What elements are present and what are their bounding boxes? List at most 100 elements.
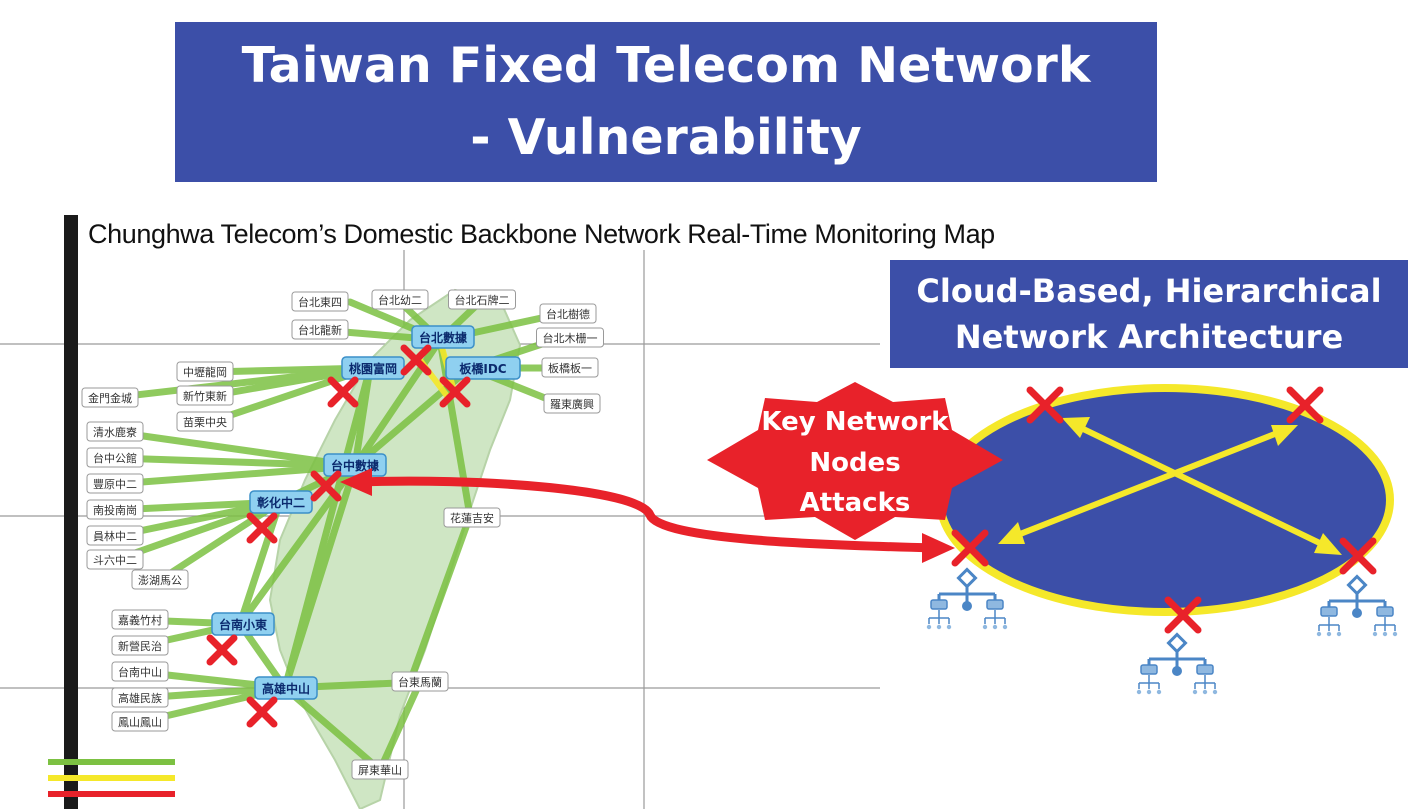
map-node: 鳳山鳳山	[111, 711, 169, 732]
hub-node-label: 台北數據	[419, 330, 468, 345]
map-node-label: 台北木栅一	[543, 331, 598, 345]
map-node: 澎湖馬公	[131, 569, 189, 590]
map-node: 斗六中二	[86, 549, 144, 570]
hub-node-box	[411, 325, 475, 349]
map-node-label: 中壢龍岡	[183, 365, 227, 379]
hub-node: 板橋IDC	[445, 356, 521, 380]
map-node-box	[86, 447, 144, 468]
map-node: 新竹東新	[176, 385, 234, 406]
map-node-label: 板橋板一	[548, 361, 592, 375]
attack-label-line-3: Attacks	[800, 488, 911, 518]
map-node-box	[86, 549, 144, 570]
map-node-label: 台南中山	[118, 665, 162, 679]
attack-starburst: Key Network Nodes Attacks	[707, 382, 1003, 540]
screen-bezel	[64, 215, 78, 809]
map-node-label: 員林中二	[93, 529, 137, 543]
attack-x-mark	[1286, 386, 1324, 424]
hub-node-label: 彰化中二	[257, 495, 305, 510]
hub-node: 台北數據	[411, 325, 475, 349]
hub-node: 台南小東	[211, 612, 275, 636]
map-node-box	[291, 291, 349, 312]
map-node: 員林中二	[86, 525, 144, 546]
attack-x-mark	[1026, 386, 1064, 424]
map-node: 金門金城	[81, 387, 139, 408]
attack-x-mark	[206, 634, 238, 666]
title-line-2: - Vulnerability	[470, 109, 862, 166]
hub-node: 桃園富岡	[341, 356, 405, 380]
map-node-label: 高雄民族	[118, 691, 162, 705]
map-node-label: 屏東華山	[358, 764, 402, 777]
map-node: 新營民治	[111, 635, 169, 656]
map-node-label: 台北東四	[298, 295, 342, 309]
hub-node-label: 高雄中山	[262, 681, 310, 696]
map-node-box	[448, 289, 516, 310]
hub-node: 台中數據	[323, 453, 387, 477]
map-node-label: 花蓮吉安	[450, 511, 494, 525]
title-banner: Taiwan Fixed Telecom Network - Vulnerabi…	[175, 22, 1157, 182]
map-node-label: 斗六中二	[93, 554, 137, 567]
map-node-box	[351, 759, 409, 780]
map-node: 台北東四	[291, 291, 349, 312]
attack-x-mark	[327, 376, 359, 408]
map-node: 台南中山	[111, 661, 169, 682]
map-node-label: 澎湖馬公	[138, 574, 182, 587]
map-node: 板橋板一	[541, 357, 599, 378]
map-node-label: 台中公館	[93, 451, 137, 465]
map-node-box	[81, 387, 139, 408]
cloud-links	[998, 417, 1342, 555]
node-hierarchies	[926, 567, 1398, 695]
taiwan-island	[268, 288, 522, 809]
map-node-box	[111, 711, 169, 732]
map-node: 台東馬蘭	[391, 671, 449, 692]
map-node-box	[111, 687, 169, 708]
attack-x-mark	[1339, 537, 1377, 575]
map-node-label: 南投南崗	[93, 503, 137, 517]
map-node: 台中公館	[86, 447, 144, 468]
map-node-label: 苗栗中央	[183, 416, 227, 429]
map-node: 台北幼二	[371, 289, 429, 310]
map-node-label: 清水鹿寮	[93, 425, 137, 439]
map-node-label: 台東馬蘭	[398, 675, 442, 689]
map-node-box	[291, 319, 349, 340]
map-node: 清水鹿寮	[86, 421, 144, 442]
map-node-box	[443, 507, 501, 528]
map-node-box	[86, 525, 144, 546]
map-node: 羅東廣興	[543, 393, 601, 414]
map-node-label: 台北樹德	[546, 307, 590, 321]
hierarchy-tree	[1316, 574, 1398, 637]
map-node-label: 台北幼二	[378, 293, 422, 307]
map-node-box	[541, 357, 599, 378]
map-node: 豐原中二	[86, 473, 144, 494]
hub-node-label: 板橋IDC	[459, 361, 506, 376]
map-node-box	[543, 393, 601, 414]
map-node-box	[111, 635, 169, 656]
architecture-line-1: Cloud-Based, Hierarchical	[916, 272, 1382, 310]
map-node: 台北木栅一	[536, 327, 604, 348]
attack-x-mark	[1164, 596, 1202, 634]
map-node-box	[539, 303, 597, 324]
map-node-box	[86, 421, 144, 442]
map-node-label: 台北龍新	[298, 323, 342, 337]
attack-label-line-2: Nodes	[809, 448, 900, 478]
map-node: 台北石牌二	[448, 289, 516, 310]
map-node-label: 嘉義竹村	[118, 613, 162, 627]
map-node-box	[391, 671, 449, 692]
hub-node-label: 台南小東	[219, 617, 267, 632]
hub-node-box	[445, 356, 521, 380]
hub-node-label: 台中數據	[331, 458, 380, 473]
map-node-box	[111, 609, 169, 630]
map-node-box	[111, 661, 169, 682]
hub-node-box	[211, 612, 275, 636]
attack-marks	[206, 344, 1377, 728]
map-node-label: 羅東廣興	[550, 397, 594, 411]
map-node: 花蓮吉安	[443, 507, 501, 528]
map-node: 苗栗中央	[176, 411, 234, 432]
map-node-box	[371, 289, 429, 310]
map-node-label: 新竹東新	[183, 389, 227, 403]
attack-x-mark	[439, 376, 471, 408]
map-node-label: 金門金城	[88, 391, 132, 405]
map-node: 台北龍新	[291, 319, 349, 340]
hub-node-box	[249, 490, 313, 514]
